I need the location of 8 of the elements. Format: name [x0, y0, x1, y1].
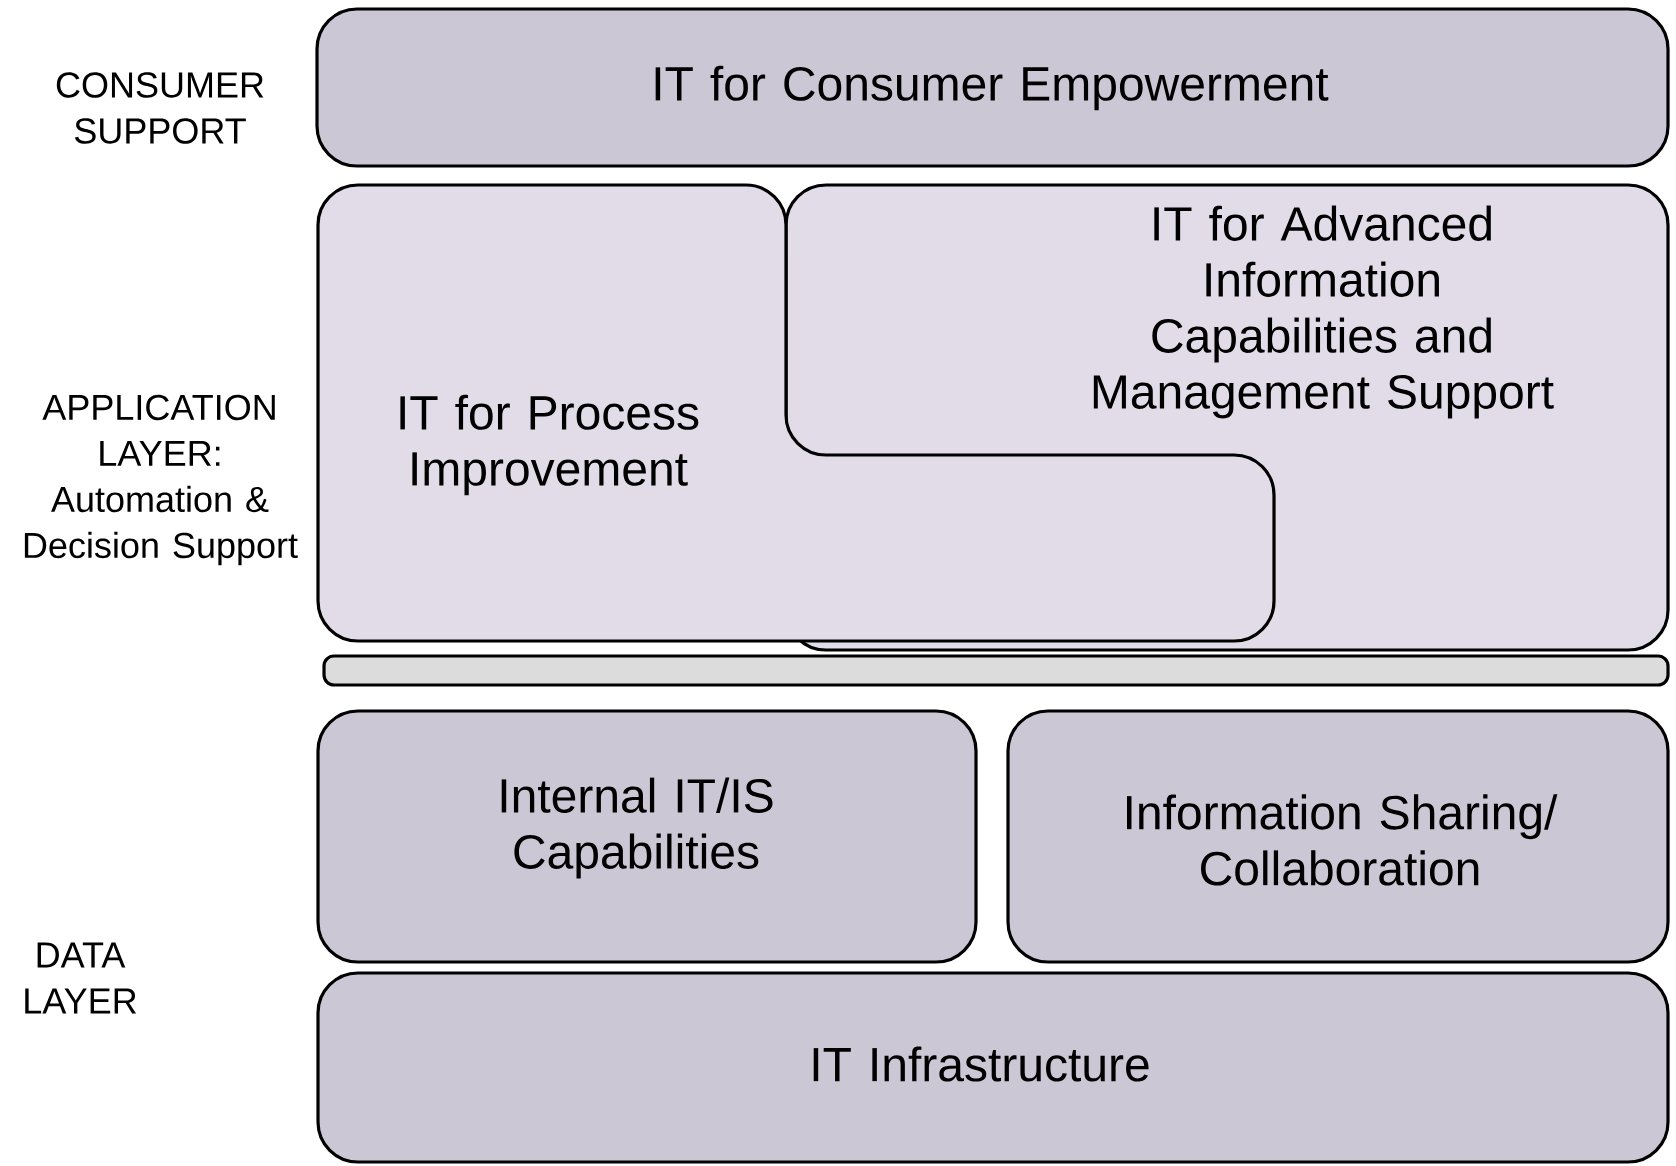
layer-label: CONSUMER SUPPORT	[56, 72, 264, 144]
layer-label: DATA LAYER	[25, 942, 137, 1014]
layer-box: IT Infrastructure	[316, 971, 1670, 1164]
layer-label: APPLICATION LAYER: Automation & Decision Support	[24, 394, 298, 566]
layer-box: IT for Consumer Empowerment	[315, 7, 1670, 168]
layer-box: Information Sharing/ Collaboration	[1006, 709, 1670, 964]
separator-bar	[322, 654, 1670, 687]
layer-box: Internal IT/IS Capabilities	[316, 709, 978, 964]
